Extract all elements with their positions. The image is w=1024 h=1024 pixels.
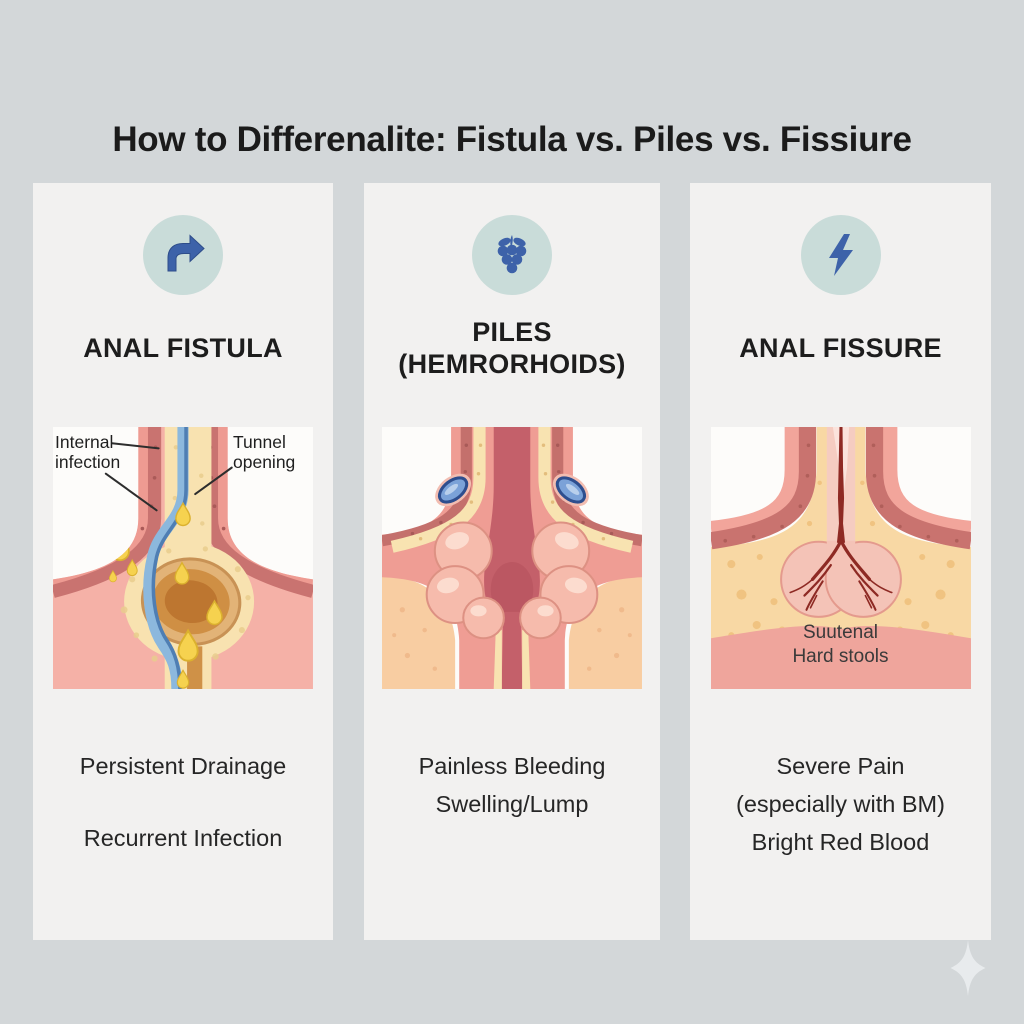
piles-illustration-svg — [382, 427, 642, 689]
icon-circle — [800, 215, 881, 295]
fissure-caption: Suutenal Hard stools — [792, 622, 889, 667]
grapes-icon — [497, 235, 527, 274]
fissure-illustration: Suutenal Hard stools — [710, 427, 971, 689]
fissure-illustration-svg — [710, 427, 971, 689]
tissue-texture-dots — [722, 443, 959, 543]
symptom-list: Persistent Drainage Recurrent Infection — [33, 751, 333, 853]
card-piles: PILES (HEMRORHOIDS) — [364, 183, 660, 940]
pointer-lines — [104, 442, 233, 512]
lightning-bolt-icon — [828, 234, 853, 276]
fissure-crack — [788, 427, 893, 611]
icon-circle — [143, 215, 223, 295]
label-internal-infection: Internal infection — [55, 432, 121, 472]
cream-layer — [538, 427, 634, 553]
page-title: How to Differenalite: Fistula vs. Piles … — [112, 120, 912, 160]
card-title: PILES — [472, 317, 552, 347]
card-title-line2: (HEMRORHOIDS) — [398, 349, 626, 379]
curved-arrow-icon — [167, 234, 205, 272]
card-anal-fistula: ANAL FISTULA — [33, 183, 333, 940]
skin-lobes — [779, 540, 902, 618]
card-anal-fissure: ANAL FISSURE — [690, 183, 991, 940]
card-title: ANAL FISTULA — [83, 333, 283, 363]
icon-circle — [472, 215, 552, 295]
symptom: Bright Red Blood — [751, 829, 930, 855]
symptom: Severe Pain — [776, 753, 905, 779]
piles-illustration — [382, 427, 642, 689]
hemorrhoid-lumps — [425, 521, 599, 640]
pink-layer — [710, 427, 800, 537]
symptom: Swelling/Lump — [435, 791, 589, 817]
pink-layer — [881, 427, 971, 537]
symptom-list: Severe Pain (especially with BM) Bright … — [690, 751, 991, 857]
fistula-illustration-svg — [53, 427, 313, 689]
symptom: (especially with BM) — [736, 791, 945, 817]
cream-layer — [390, 427, 486, 553]
symptom-list: Painless Bleeding Swelling/Lump — [364, 751, 660, 819]
vessel-branches — [788, 539, 893, 611]
blue-veins — [435, 473, 589, 507]
four-point-sparkle-icon — [950, 940, 986, 996]
anal-canal — [484, 427, 540, 689]
card-title: ANAL FISSURE — [739, 333, 942, 363]
skin-bottom — [710, 626, 971, 689]
symptom: Persistent Drainage — [79, 753, 287, 779]
symptom: Recurrent Infection — [83, 825, 283, 851]
tissue-texture-dots — [410, 443, 614, 536]
label-tunnel-opening: Tunnel opening — [233, 432, 296, 472]
cream-texture-dots — [120, 445, 251, 662]
symptom: Painless Bleeding — [418, 753, 606, 779]
fistula-illustration: Internal infection Tunnel opening — [53, 427, 313, 689]
